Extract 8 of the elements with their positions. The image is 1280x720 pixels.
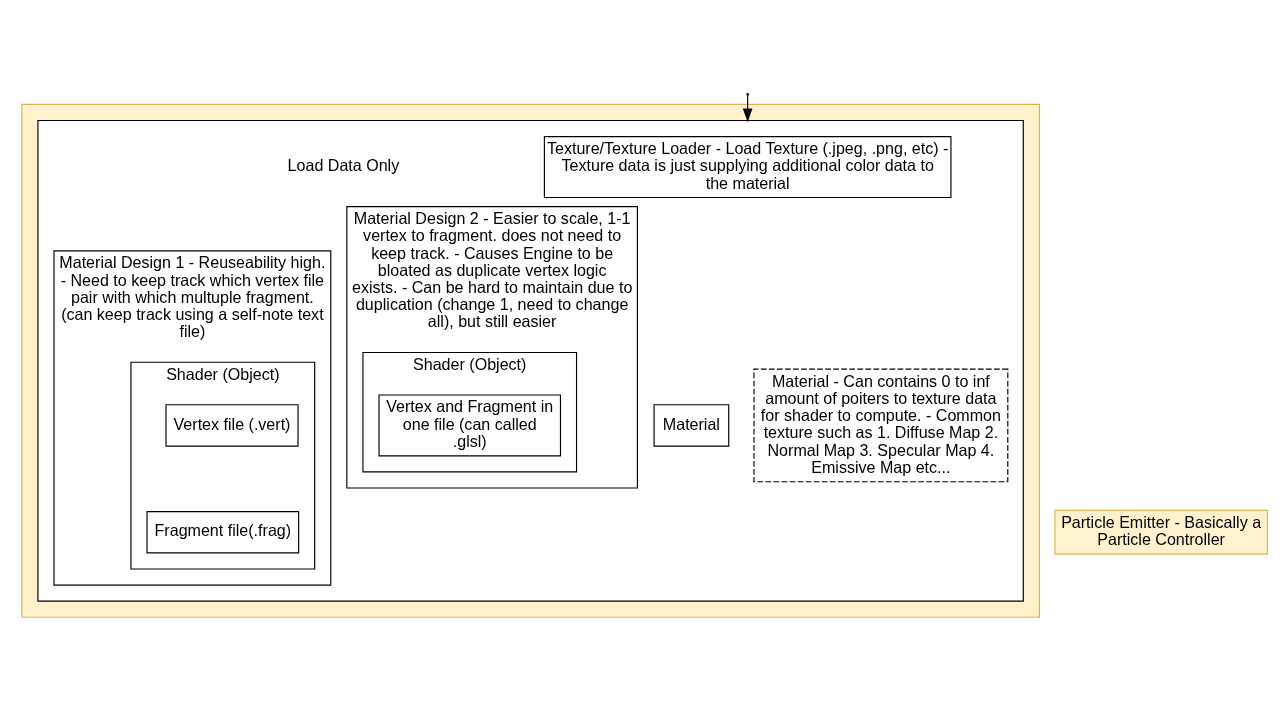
label: Load Data Only	[287, 156, 400, 175]
node-box: Particle Emitter - Basically a Particle Controller	[1054, 509, 1268, 555]
node-box: Texture/Texture Loader - Load Texture (.jpeg, .png, etc) - Texture data is just supplying additional color data to the material	[543, 136, 952, 199]
node-box: Material - Can contains 0 to inf amount of poiters to texture data for shader to compute. - Common texture such as 1. Diffuse Map 2. Normal Map 3. Specular Map 4. Emissive Map etc...	[753, 368, 1009, 483]
node-box: Fragment file(.frag)	[146, 511, 300, 554]
node-box: Material	[653, 404, 730, 447]
node-box: Vertex and Fragment in one file (can called .glsl)	[378, 394, 562, 457]
node-box: Vertex file (.vert)	[165, 404, 299, 447]
